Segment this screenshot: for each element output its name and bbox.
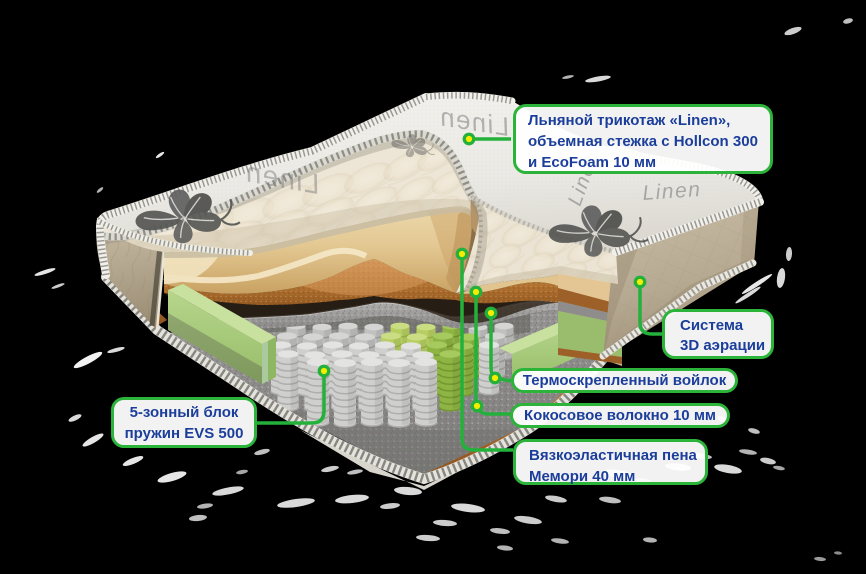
svg-text:Linen: Linen: [642, 178, 702, 205]
